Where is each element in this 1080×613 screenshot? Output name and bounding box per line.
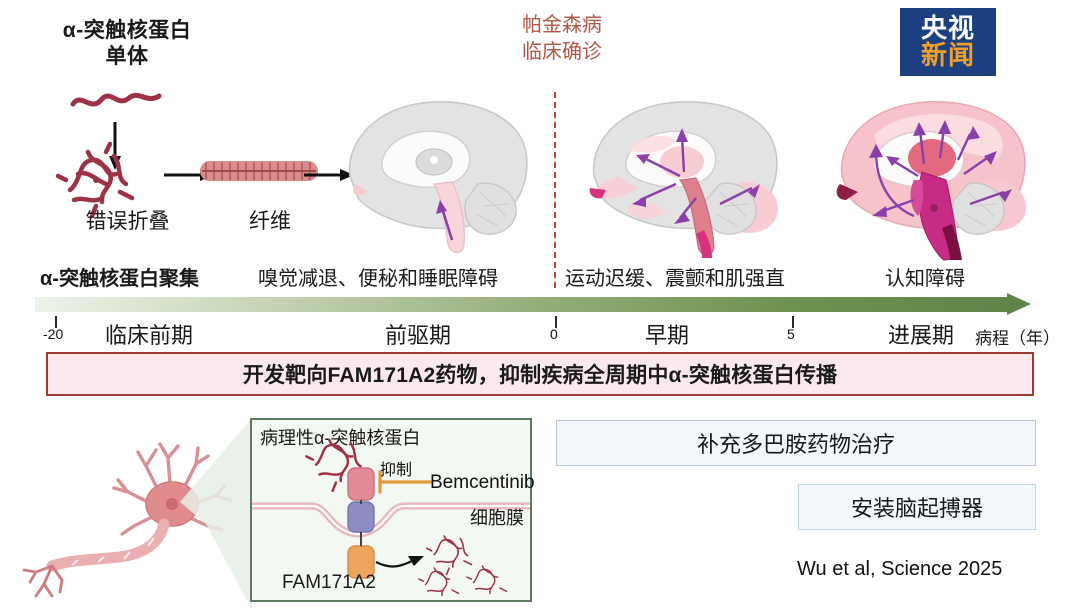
transport-arrow-icon [375, 559, 415, 568]
treatment-box-dbs[interactable]: 安装脑起搏器 [798, 484, 1036, 530]
misfolded-protein-icon [55, 141, 135, 219]
treatment-box-dopamine[interactable]: 补充多巴胺药物治疗 [556, 420, 1036, 466]
cctv-news-logo: 央视 新闻 [900, 8, 996, 76]
tick-label-zero: 0 [550, 326, 558, 342]
tick-mark-zero [555, 316, 557, 328]
drug-label: Bemcentinib [430, 472, 535, 493]
advanced-brain-illustration [836, 101, 1027, 261]
monomer-title-line2: 单体 [105, 45, 149, 69]
strategy-banner: 开发靶向FAM171A2药物，抑制疾病全周期中α-突触核蛋白传播 [46, 352, 1034, 396]
symptom-label-row: α-突触核蛋白聚集 嗅觉减退、便秘和睡眠障碍 运动迟缓、震颤和肌强直 认知障碍 [0, 262, 1080, 296]
symptom-label-4: 认知障碍 [885, 268, 965, 290]
inset-title: 病理性α-突触核蛋白 [260, 424, 420, 450]
diagnosis-divider [554, 92, 556, 288]
monomer-title: α-突触核蛋白 单体 [12, 18, 242, 71]
logo-line1: 央视 [920, 12, 975, 43]
timeline-bar [35, 297, 1010, 312]
inset-title-text: 病理性α-突触核蛋白 [260, 428, 421, 448]
timeline-axis-title: 病程（年） [975, 329, 1060, 348]
symptom-label-2: 嗅觉减退、便秘和睡眠障碍 [258, 268, 498, 290]
misfolded-label: 错误折叠 [85, 210, 170, 233]
diagnosis-callout: 帕金森病 临床确诊 [497, 12, 627, 66]
early-brain-illustration [589, 101, 779, 258]
membrane-label: 细胞膜 [470, 508, 524, 528]
tick-label-minus20: -20 [43, 326, 64, 342]
receptor-transmembrane-domain [347, 501, 375, 533]
stage-label-early: 早期 [645, 323, 690, 348]
stage-label-prodromal: 前驱期 [385, 323, 452, 348]
disease-timeline-arrow [35, 293, 1047, 315]
stage-label-preclinical: 临床前期 [105, 323, 194, 348]
preclinical-brain-illustration [348, 101, 528, 254]
mechanism-inset-box: 病理性α-突触核蛋白 [250, 418, 535, 602]
symptom-label-3: 运动迟缓、震颤和肌强直 [565, 268, 785, 290]
receptor-extracellular-domain [347, 467, 375, 501]
monomer-title-line1: α-突触核蛋白 [62, 19, 192, 42]
diagnosis-line2: 临床确诊 [522, 41, 602, 63]
inhibition-arrow-icon [378, 470, 432, 494]
membrane-receptor-diagram [252, 438, 530, 597]
tick-label-five: 5 [787, 326, 795, 342]
tick-mark-five [792, 316, 794, 328]
fibril-label: 纤维 [249, 210, 291, 233]
stage-label-advanced: 进展期 [888, 323, 955, 348]
inhibit-label: 抑制 [380, 462, 413, 479]
logo-line2: 新闻 [920, 40, 975, 70]
arrow-to-brain-icon [304, 169, 354, 181]
tick-mark-minus20 [55, 316, 57, 328]
citation: Wu et al, Science 2025 [797, 558, 1003, 580]
receptor-label: FAM171A2 [282, 572, 376, 593]
magnifier-wedge [180, 418, 252, 610]
fibril-icon [200, 161, 318, 181]
timeline-arrowhead-icon [1007, 293, 1031, 315]
strategy-banner-text: 开发靶向FAM171A2药物，抑制疾病全周期中α-突触核蛋白传播 [242, 364, 838, 387]
treatment-label-dopamine: 补充多巴胺药物治疗 [696, 432, 895, 457]
treatment-label-dbs: 安装脑起搏器 [850, 496, 983, 521]
symptom-label-1: α-突触核蛋白聚集 [40, 268, 199, 290]
diagnosis-line1: 帕金森病 [522, 14, 602, 36]
